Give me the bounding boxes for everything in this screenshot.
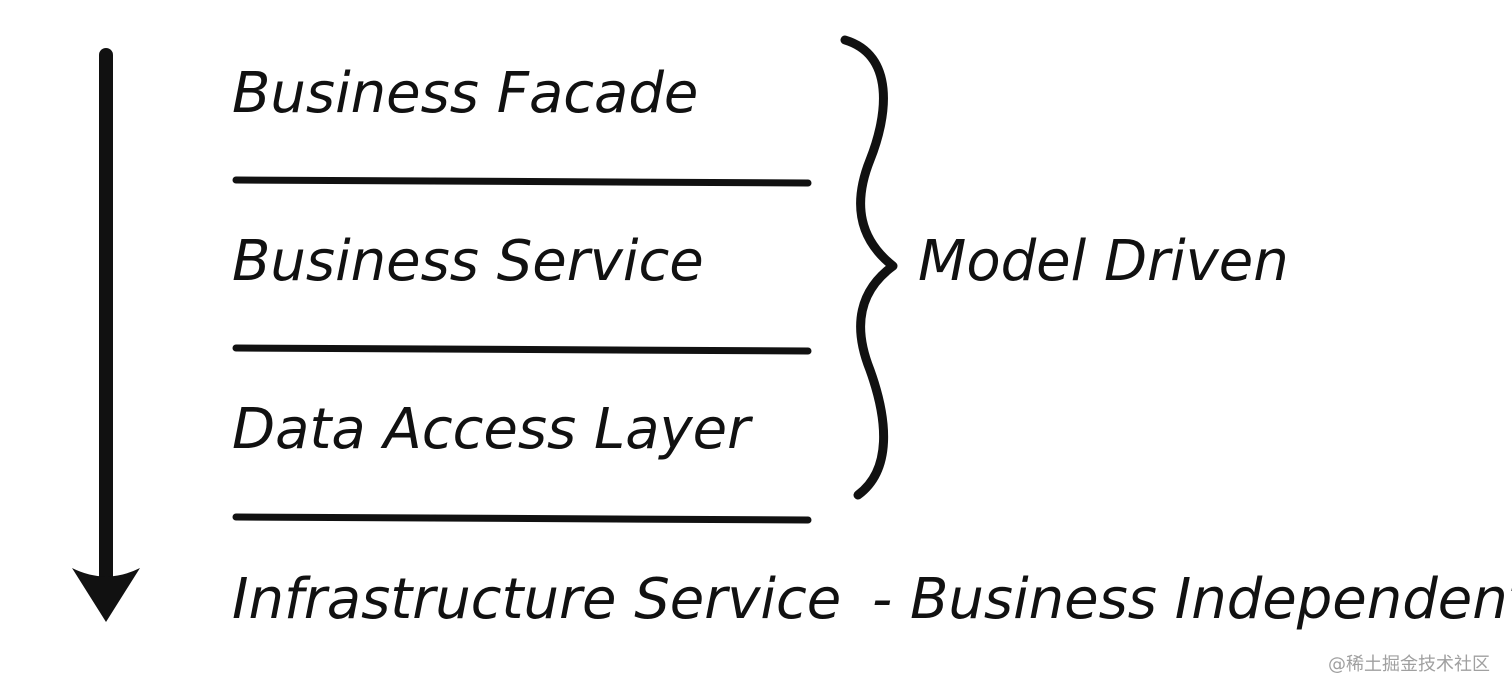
business-independent-label: - Business Independent <box>872 567 1512 632</box>
layer-divider-1 <box>232 176 812 187</box>
layer-label-data-access-layer: Data Access Layer <box>232 397 753 462</box>
layer-label-infrastructure-service: Infrastructure Service <box>232 567 841 632</box>
layer-label-business-facade: Business Facade <box>232 61 698 126</box>
down-arrow-icon <box>72 48 140 622</box>
layer-divider-3 <box>232 513 812 524</box>
layer-divider-2 <box>232 344 812 355</box>
model-driven-label: Model Driven <box>918 229 1289 294</box>
right-curly-brace-icon <box>840 35 898 500</box>
layer-label-business-service: Business Service <box>232 229 704 294</box>
watermark-text: @稀土掘金技术社区 <box>1328 654 1490 675</box>
